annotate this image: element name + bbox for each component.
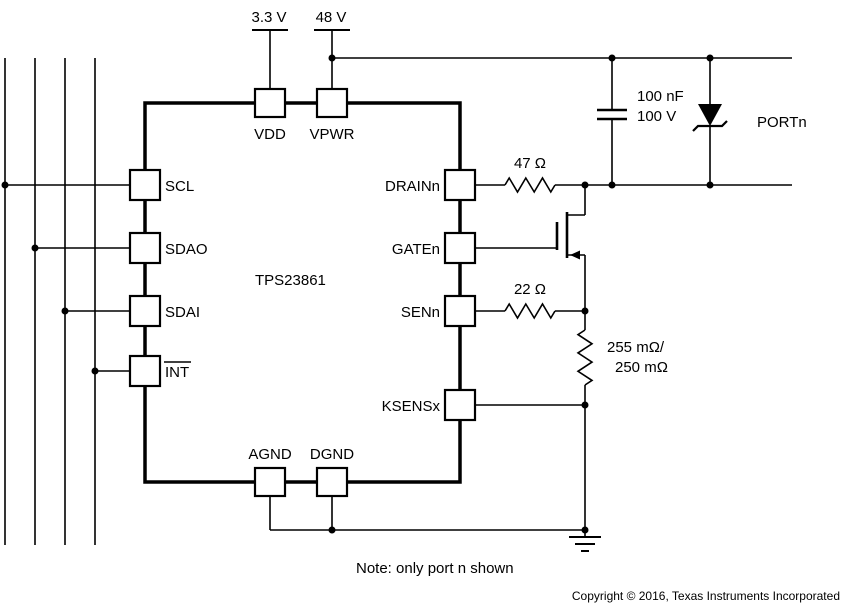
pin-box-ksensx bbox=[443, 388, 477, 422]
pin-label-scl: SCL bbox=[165, 178, 194, 195]
sense-resistor-label-2: 250 mΩ bbox=[615, 359, 668, 376]
drain-branch: 47 Ω bbox=[475, 155, 792, 194]
pin-box-vdd bbox=[253, 87, 287, 119]
resistor-22ohm bbox=[504, 302, 556, 320]
i2c-bus bbox=[1, 58, 130, 545]
junction-dot bbox=[328, 526, 336, 534]
pin-box-sdao bbox=[128, 231, 162, 265]
cap-value-label: 100 nF bbox=[637, 88, 684, 105]
ground-network bbox=[269, 405, 601, 552]
ic-outline bbox=[143, 101, 462, 484]
pin-label-gaten: GATEn bbox=[392, 241, 440, 258]
pin-label-sdai: SDAI bbox=[165, 304, 200, 321]
sense-branch: 22 Ω bbox=[475, 281, 589, 320]
current-sense-resistor: 255 mΩ/ 250 mΩ bbox=[576, 311, 668, 405]
pin-box-sdai bbox=[128, 294, 162, 328]
pin-label-vdd: VDD bbox=[254, 126, 286, 143]
resistor-22ohm-label: 22 Ω bbox=[514, 281, 546, 298]
pin-box-drainn bbox=[443, 168, 477, 202]
pin-box-dgnd bbox=[315, 466, 349, 498]
pin-label-vpwr: VPWR bbox=[310, 126, 355, 143]
pin-label-drainn: DRAINn bbox=[385, 178, 440, 195]
junction-dot bbox=[706, 54, 714, 62]
cap-voltage-label: 100 V bbox=[637, 108, 676, 125]
resistor-47ohm-label: 47 Ω bbox=[514, 155, 546, 172]
pin-box-int bbox=[128, 354, 162, 388]
junction-dot bbox=[91, 367, 99, 375]
pin-label-dgnd: DGND bbox=[310, 446, 354, 463]
resistor-sense bbox=[576, 329, 594, 386]
junction-dot bbox=[31, 244, 39, 252]
ic-body: TPS23861 VDD VPWR SCL SDAO SDAI INT DRAI… bbox=[128, 87, 477, 498]
supply-3v3: 3.3 V bbox=[251, 9, 288, 89]
ic-part-number: TPS23861 bbox=[255, 272, 326, 289]
copyright-notice: Copyright © 2016, Texas Instruments Inco… bbox=[572, 589, 840, 603]
mosfet-source-arrow bbox=[570, 250, 580, 260]
ground-symbol bbox=[569, 536, 601, 552]
pin-label-agnd: AGND bbox=[248, 446, 292, 463]
pin-box-agnd bbox=[253, 466, 287, 498]
supply-48v: 48 V bbox=[314, 9, 350, 89]
junction-dot bbox=[706, 181, 714, 189]
pin-box-vpwr bbox=[315, 87, 349, 119]
junction-dot bbox=[61, 307, 69, 315]
port-capacitor: 100 nF 100 V bbox=[597, 54, 684, 189]
resistor-47ohm bbox=[504, 176, 556, 194]
pin-label-senn: SENn bbox=[401, 304, 440, 321]
junction-dot bbox=[581, 526, 589, 534]
supply-3v3-label: 3.3 V bbox=[251, 9, 286, 26]
diode-triangle bbox=[698, 104, 722, 126]
pin-box-senn bbox=[443, 294, 477, 328]
pin-label-ksensx: KSENSx bbox=[382, 398, 441, 415]
mosfet bbox=[475, 185, 586, 311]
junction-dot bbox=[1, 181, 9, 189]
sense-resistor-label-1: 255 mΩ/ bbox=[607, 339, 665, 356]
tvs-diode bbox=[692, 54, 728, 189]
supply-48v-label: 48 V bbox=[316, 9, 347, 26]
port-label: PORTn bbox=[757, 114, 807, 131]
junction-dot bbox=[328, 54, 336, 62]
schematic-note: Note: only port n shown bbox=[356, 560, 514, 577]
junction-dot bbox=[608, 54, 616, 62]
pin-label-int: INT bbox=[165, 364, 189, 381]
junction-dot bbox=[608, 181, 616, 189]
pin-label-sdao: SDAO bbox=[165, 241, 208, 258]
pin-box-gaten bbox=[443, 231, 477, 265]
pin-box-scl bbox=[128, 168, 162, 202]
